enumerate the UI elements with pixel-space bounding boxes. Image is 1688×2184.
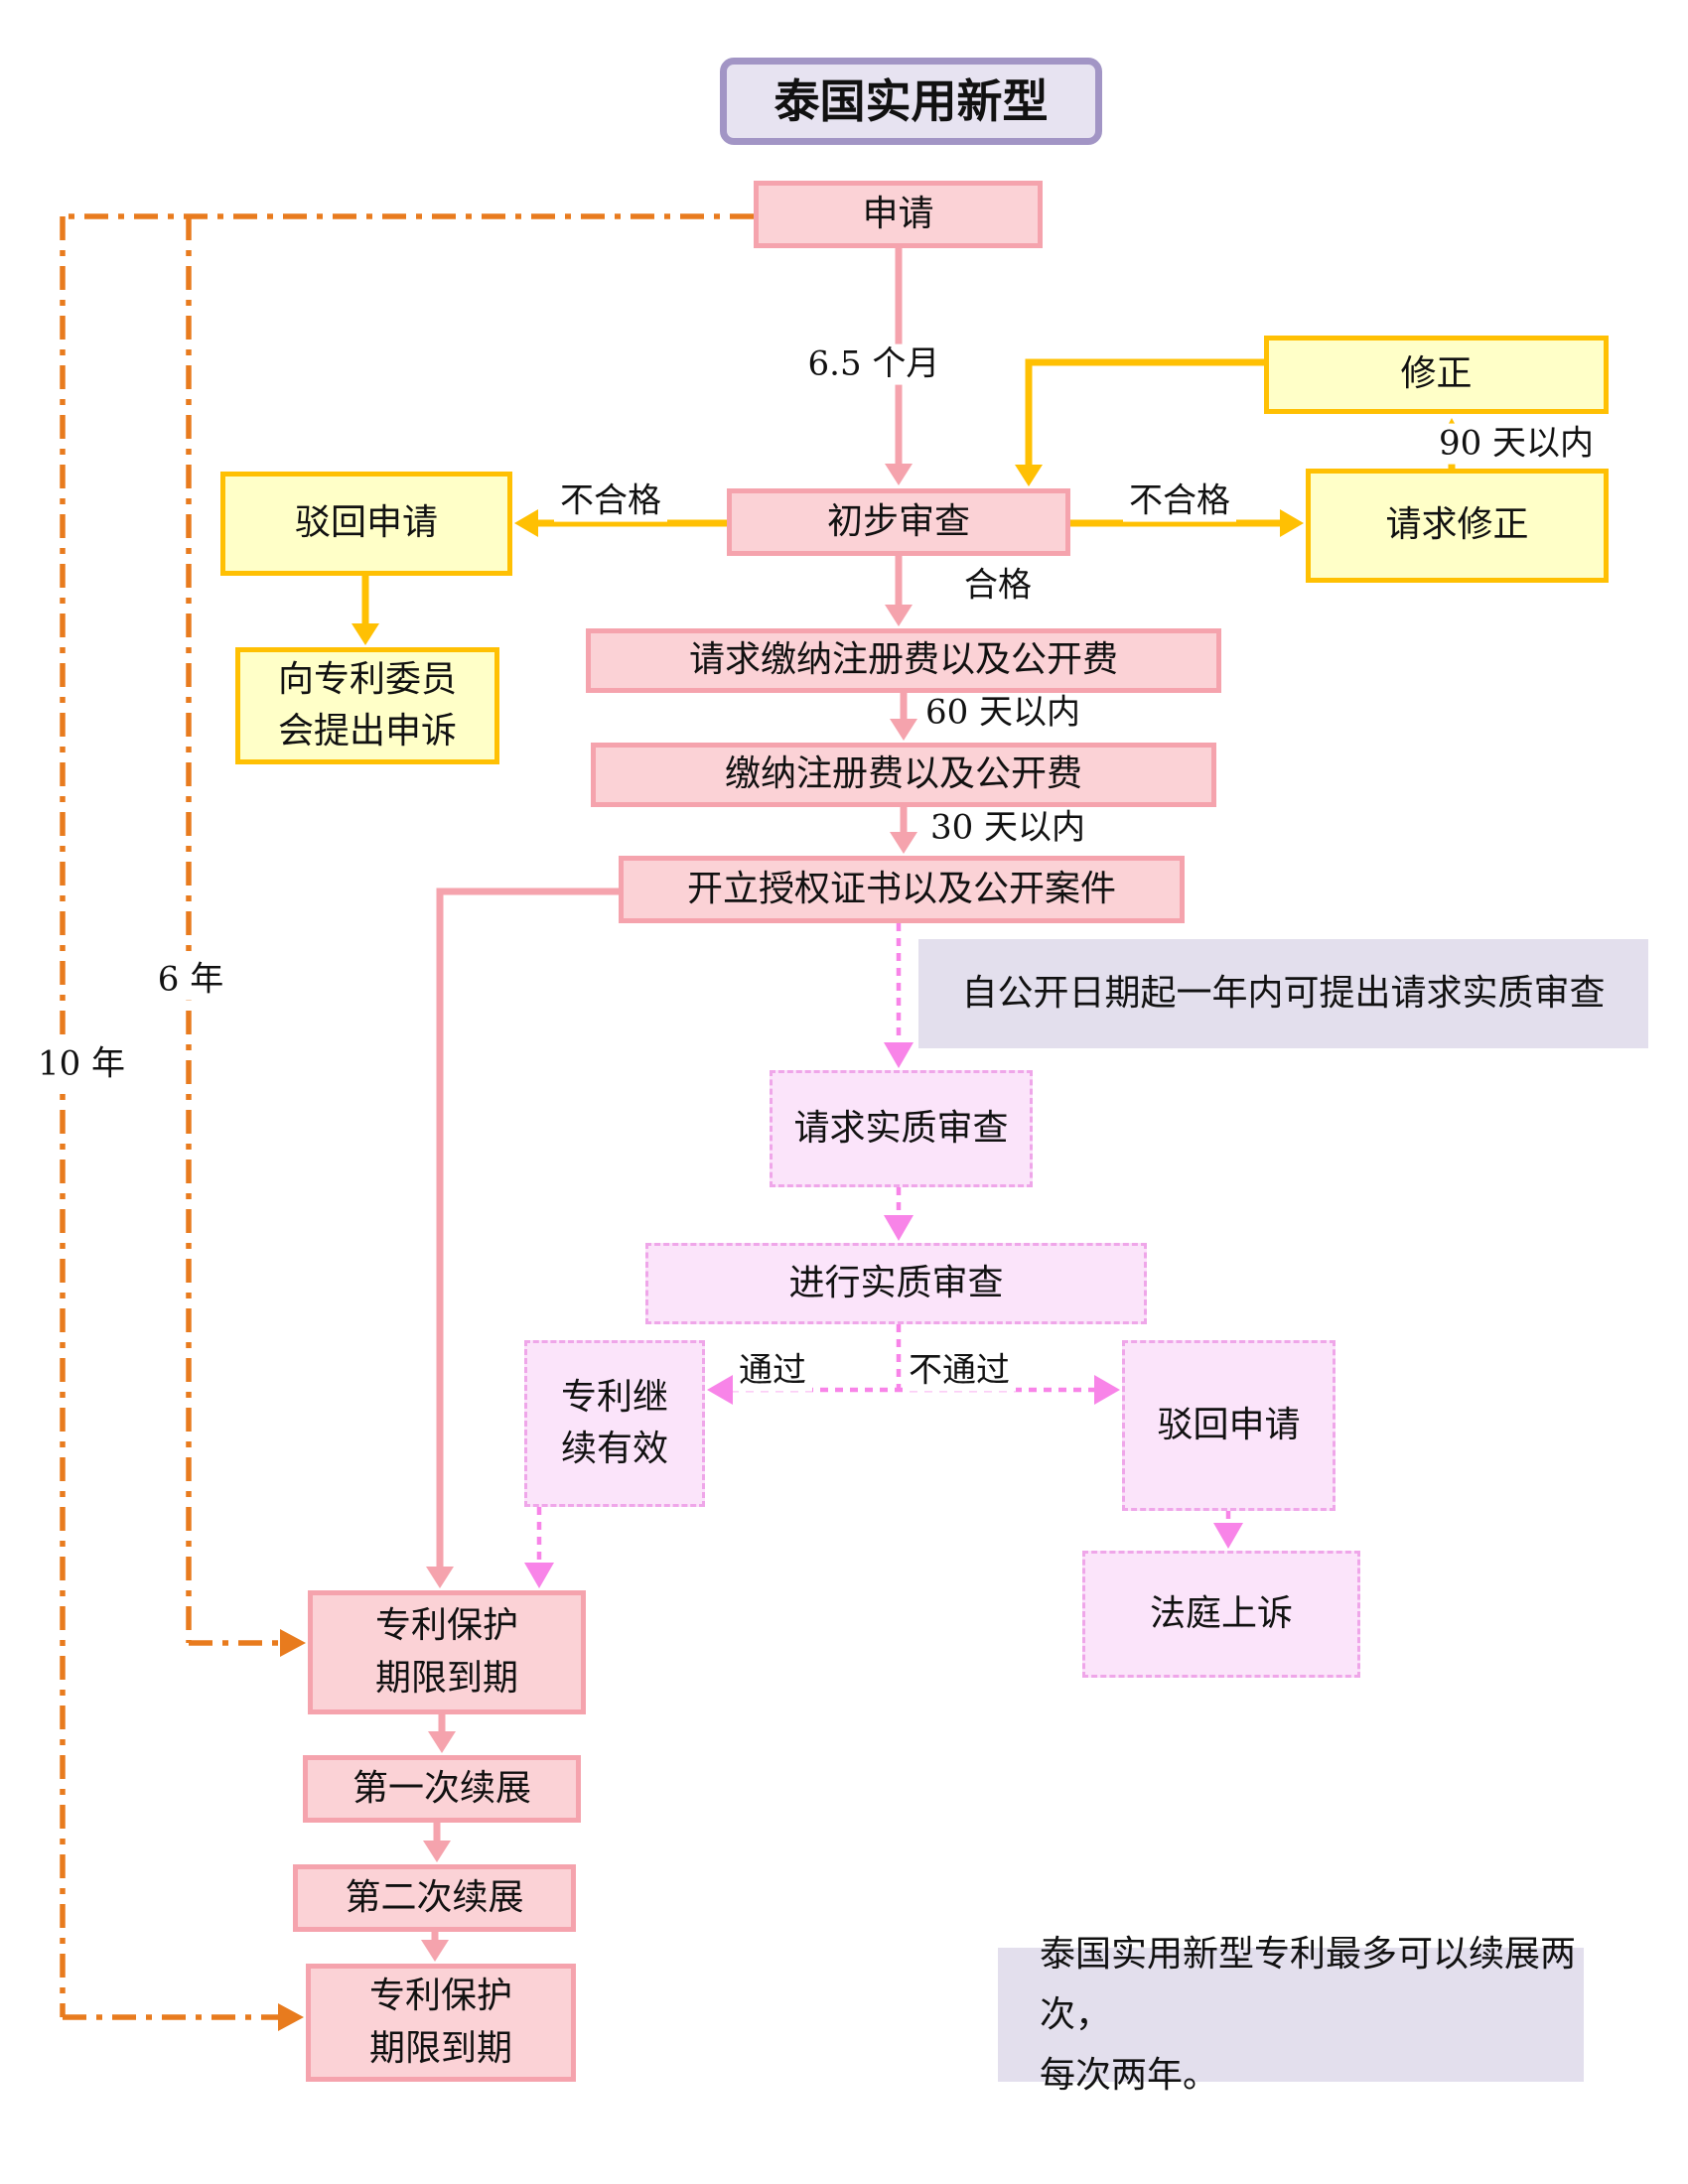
label-30-days: 30 天以内 — [923, 807, 1092, 849]
page-title: 泰国实用新型 — [720, 58, 1102, 145]
label-qualified: 合格 — [958, 565, 1038, 607]
node-first-renewal: 第一次续展 — [303, 1755, 581, 1823]
node-request-substantive-exam: 请求实质审查 — [770, 1070, 1033, 1187]
label-6-5-months: 6.5 个月 — [801, 343, 946, 385]
node-apply: 申请 — [754, 181, 1043, 248]
node-preliminary-exam: 初步审查 — [727, 488, 1070, 556]
label-no-pass: 不通过 — [903, 1350, 1016, 1392]
node-protection-expires-first: 专利保护 期限到期 — [308, 1590, 586, 1714]
label-unqualified-right: 不合格 — [1123, 480, 1236, 522]
node-amendment: 修正 — [1264, 336, 1609, 414]
node-conduct-substantive-exam: 进行实质审查 — [645, 1243, 1147, 1324]
node-request-pay-fees: 请求缴纳注册费以及公开费 — [586, 628, 1221, 693]
node-grant-and-publish: 开立授权证书以及公开案件 — [619, 856, 1185, 923]
label-60-days: 60 天以内 — [918, 692, 1087, 734]
node-appeal-to-patent-board: 向专利委员 会提出申诉 — [235, 647, 499, 764]
label-pass: 通过 — [733, 1350, 812, 1392]
label-90-days: 90 天以内 — [1432, 423, 1601, 465]
node-reject-application-substantive: 驳回申请 — [1122, 1340, 1336, 1511]
node-patent-remains-valid: 专利继 续有效 — [524, 1340, 705, 1507]
note-substantive-exam: 自公开日期起一年内可提出请求实质审查 — [918, 939, 1648, 1048]
node-second-renewal: 第二次续展 — [293, 1864, 576, 1932]
label-unqualified-left: 不合格 — [554, 480, 667, 522]
label-6-years: 6 年 — [151, 959, 230, 1001]
label-10-years: 10 年 — [31, 1043, 132, 1085]
node-court-appeal: 法庭上诉 — [1082, 1551, 1360, 1678]
node-protection-expires-final: 专利保护 期限到期 — [306, 1964, 576, 2082]
node-reject-application: 驳回申请 — [220, 472, 512, 576]
note-renewal: 泰国实用新型专利最多可以续展两次， 每次两年。 — [998, 1934, 1584, 2096]
node-request-amendment: 请求修正 — [1306, 469, 1609, 583]
node-pay-fees: 缴纳注册费以及公开费 — [591, 743, 1216, 807]
